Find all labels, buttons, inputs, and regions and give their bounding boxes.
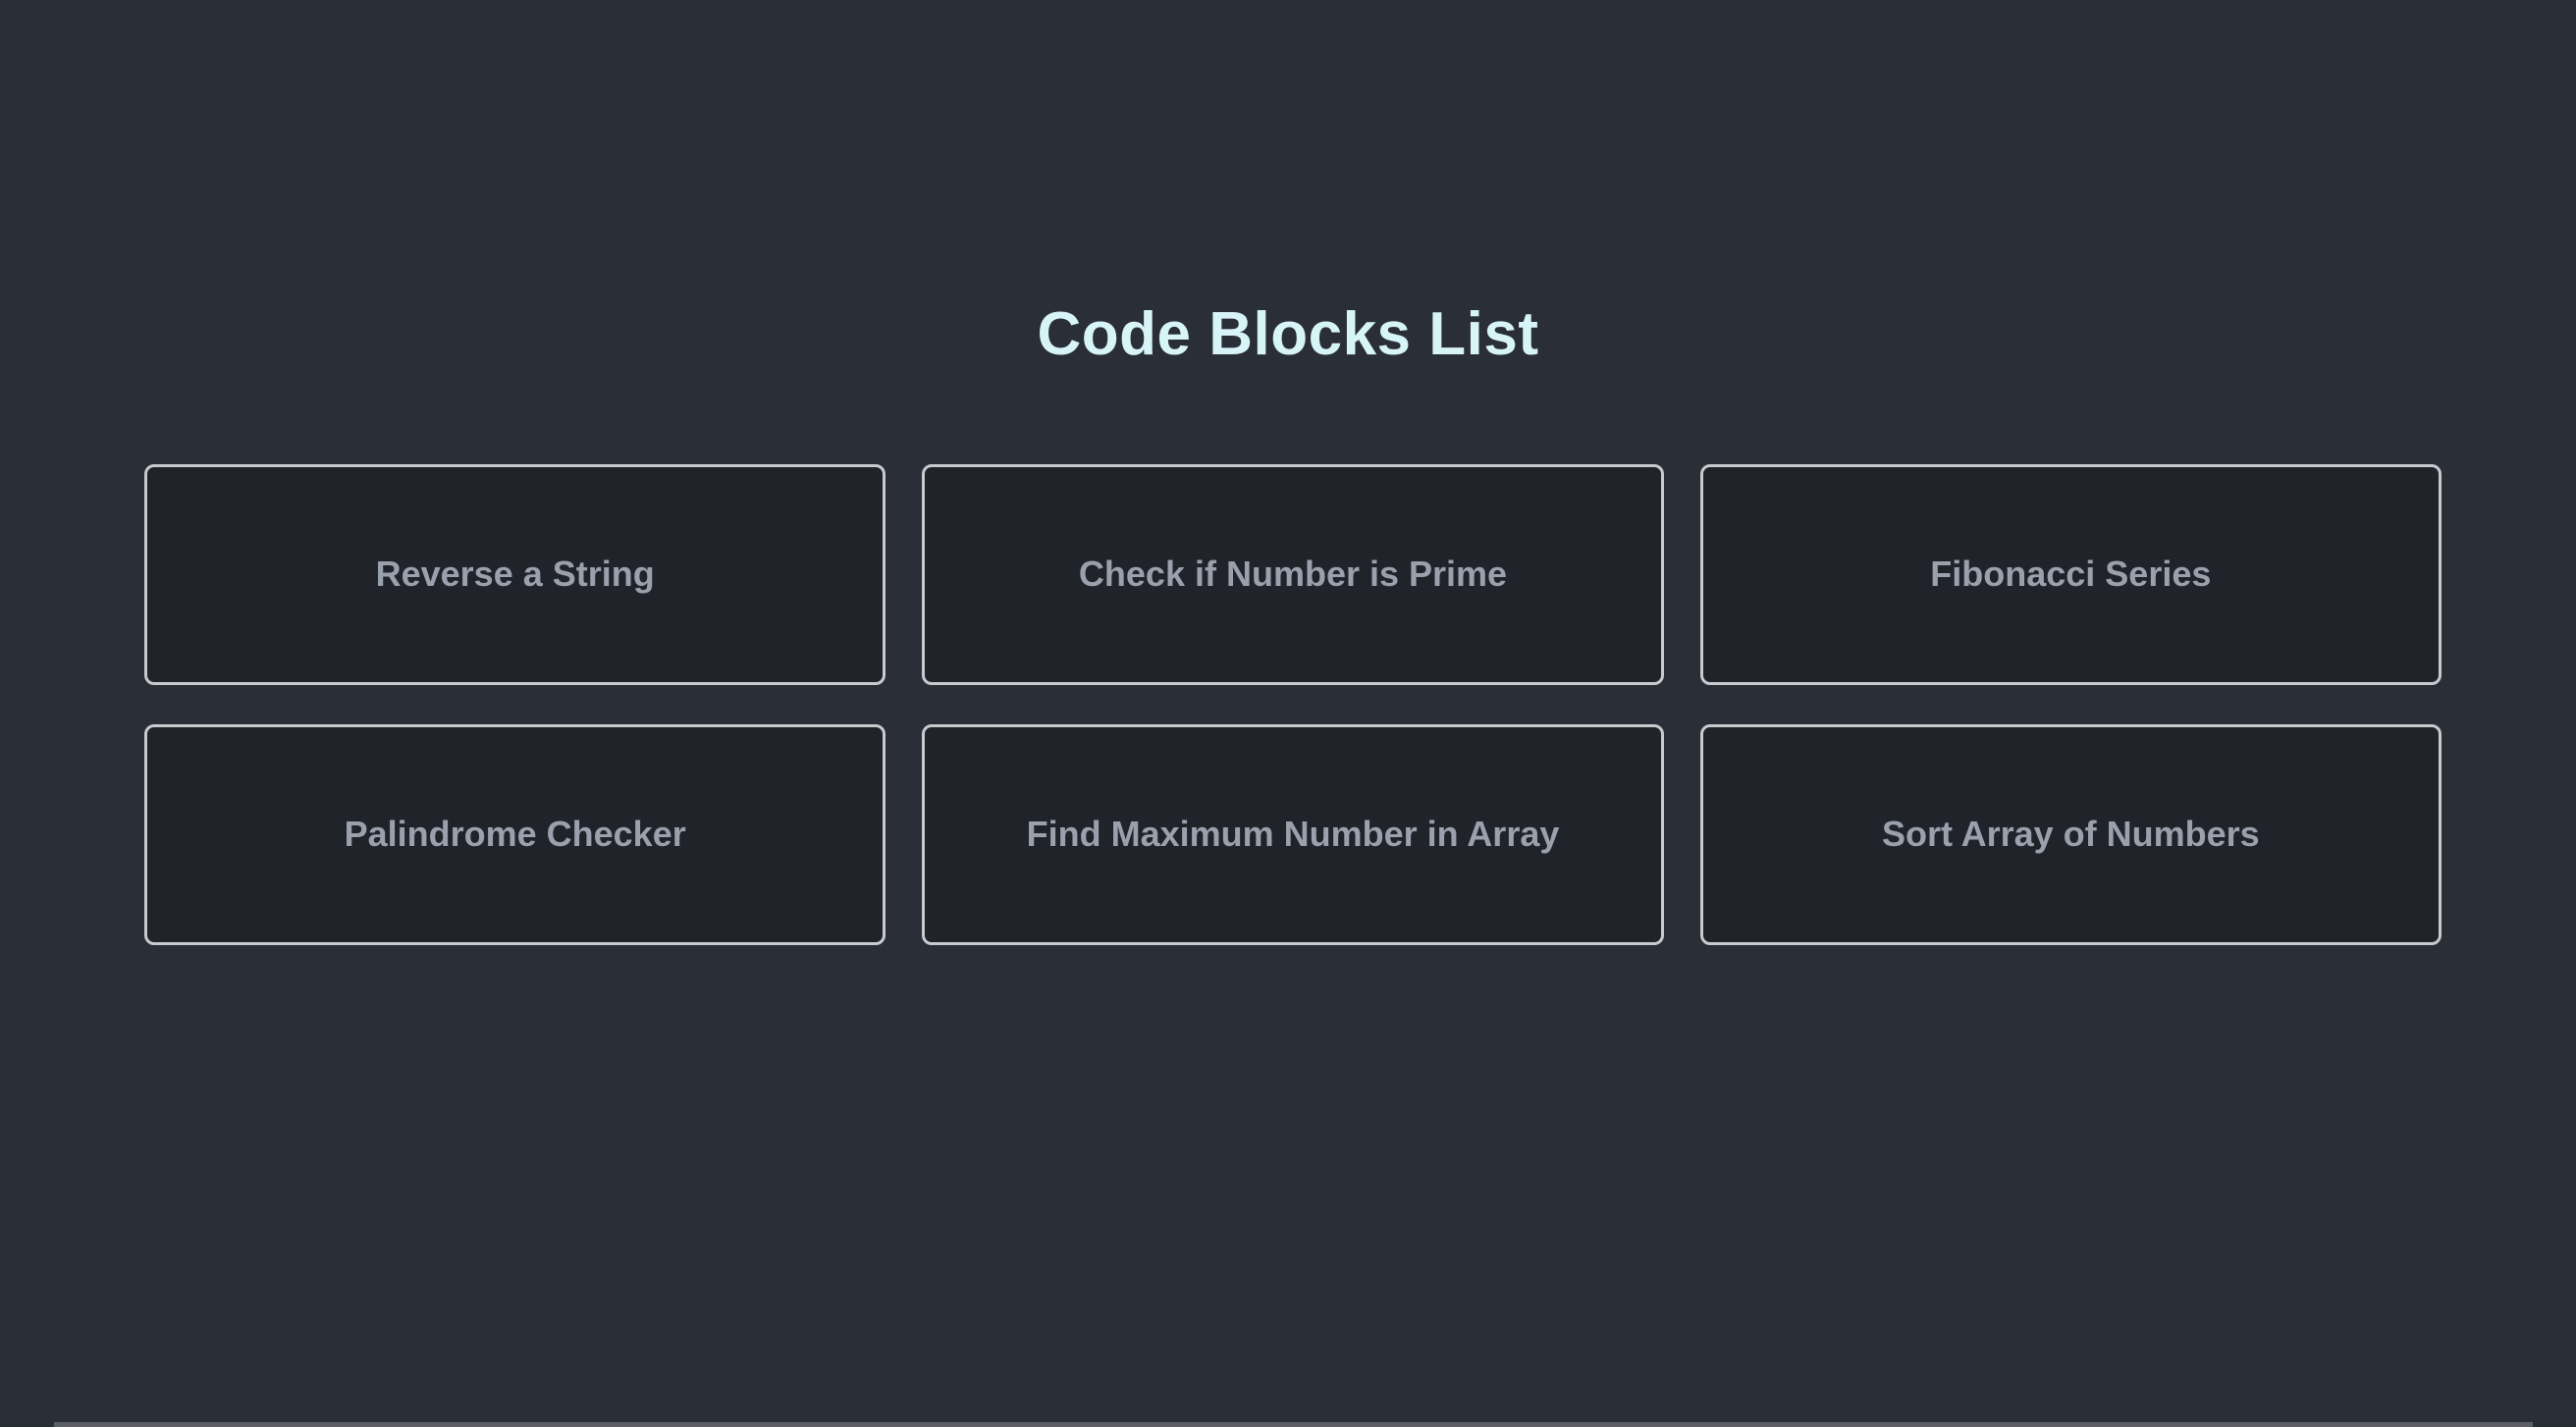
horizontal-scrollbar-thumb[interactable] <box>54 1422 2533 1427</box>
code-block-card[interactable]: Sort Array of Numbers <box>1699 723 2442 945</box>
horizontal-scrollbar <box>0 1421 2576 1427</box>
code-block-label: Palindrome Checker <box>344 814 686 855</box>
page-title: Code Blocks List <box>1037 300 1539 368</box>
code-block-label: Reverse a String <box>375 554 655 595</box>
code-block-card[interactable]: Palindrome Checker <box>144 723 886 945</box>
code-block-label: Sort Array of Numbers <box>1881 814 2260 855</box>
code-block-card[interactable]: Reverse a String <box>144 463 886 685</box>
code-blocks-grid: Reverse a String Check if Number is Prim… <box>144 463 2442 945</box>
code-block-card[interactable]: Check if Number is Prime <box>922 463 1664 685</box>
code-block-card[interactable]: Fibonacci Series <box>1699 463 2442 685</box>
code-block-card[interactable]: Find Maximum Number in Array <box>922 723 1664 945</box>
code-block-label: Check if Number is Prime <box>1078 554 1508 595</box>
code-block-label: Find Maximum Number in Array <box>1026 814 1560 855</box>
app-background: Code Blocks List Reverse a String Check … <box>54 300 2533 1427</box>
code-block-label: Fibonacci Series <box>1930 554 2212 595</box>
